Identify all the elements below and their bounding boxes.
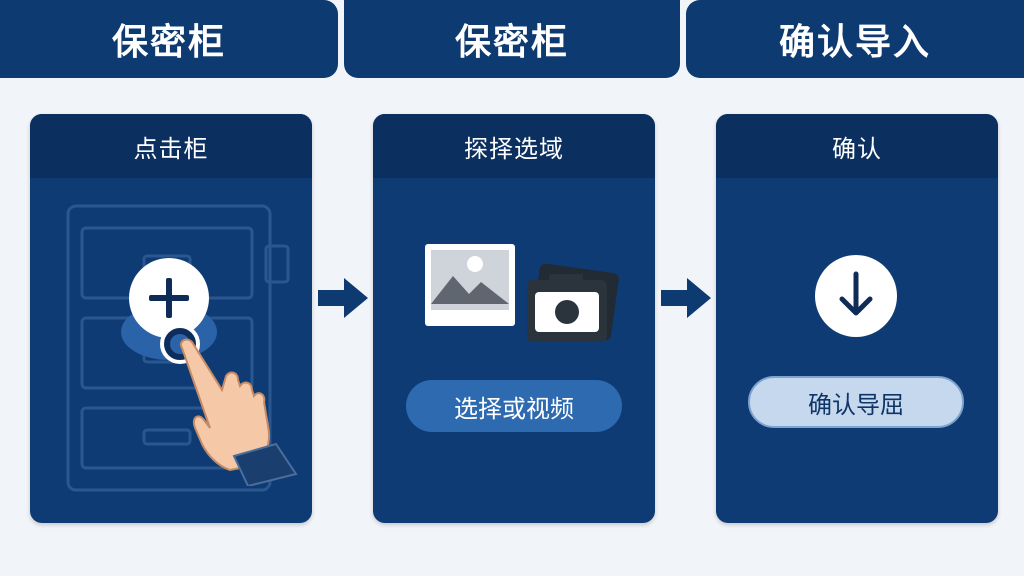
next-arrow-icon — [661, 278, 711, 318]
select-media-button[interactable]: 选择或视频 — [406, 380, 622, 432]
tab-label: 保密柜 — [111, 22, 226, 63]
panel-title: 点击柜 — [30, 114, 312, 178]
hand-pointer-icon — [180, 338, 298, 486]
step-panel-select-media: 探择选域 选择或视频 — [373, 114, 655, 523]
step-panel-confirm: 确认 确认导屈 — [716, 114, 998, 523]
download-arrow-icon — [815, 255, 897, 337]
tab-safe-2[interactable]: 保密柜 — [344, 0, 680, 78]
tab-label: 保密柜 — [454, 22, 569, 63]
step-panel-click-cabinet: 点击柜 — [30, 114, 312, 523]
next-arrow-icon — [318, 278, 368, 318]
panel-title: 探择选域 — [373, 114, 655, 178]
camera-icon[interactable] — [525, 264, 621, 348]
tab-confirm-import[interactable]: 确认导入 — [686, 0, 1024, 78]
button-label: 选择或视频 — [454, 394, 574, 423]
image-icon — [425, 244, 515, 326]
panel-title: 确认 — [716, 114, 998, 178]
tab-label: 确认导入 — [778, 22, 931, 63]
button-label: 确认导屈 — [808, 390, 904, 419]
confirm-import-button[interactable]: 确认导屈 — [748, 376, 964, 428]
tab-safe-1[interactable]: 保密柜 — [0, 0, 338, 78]
